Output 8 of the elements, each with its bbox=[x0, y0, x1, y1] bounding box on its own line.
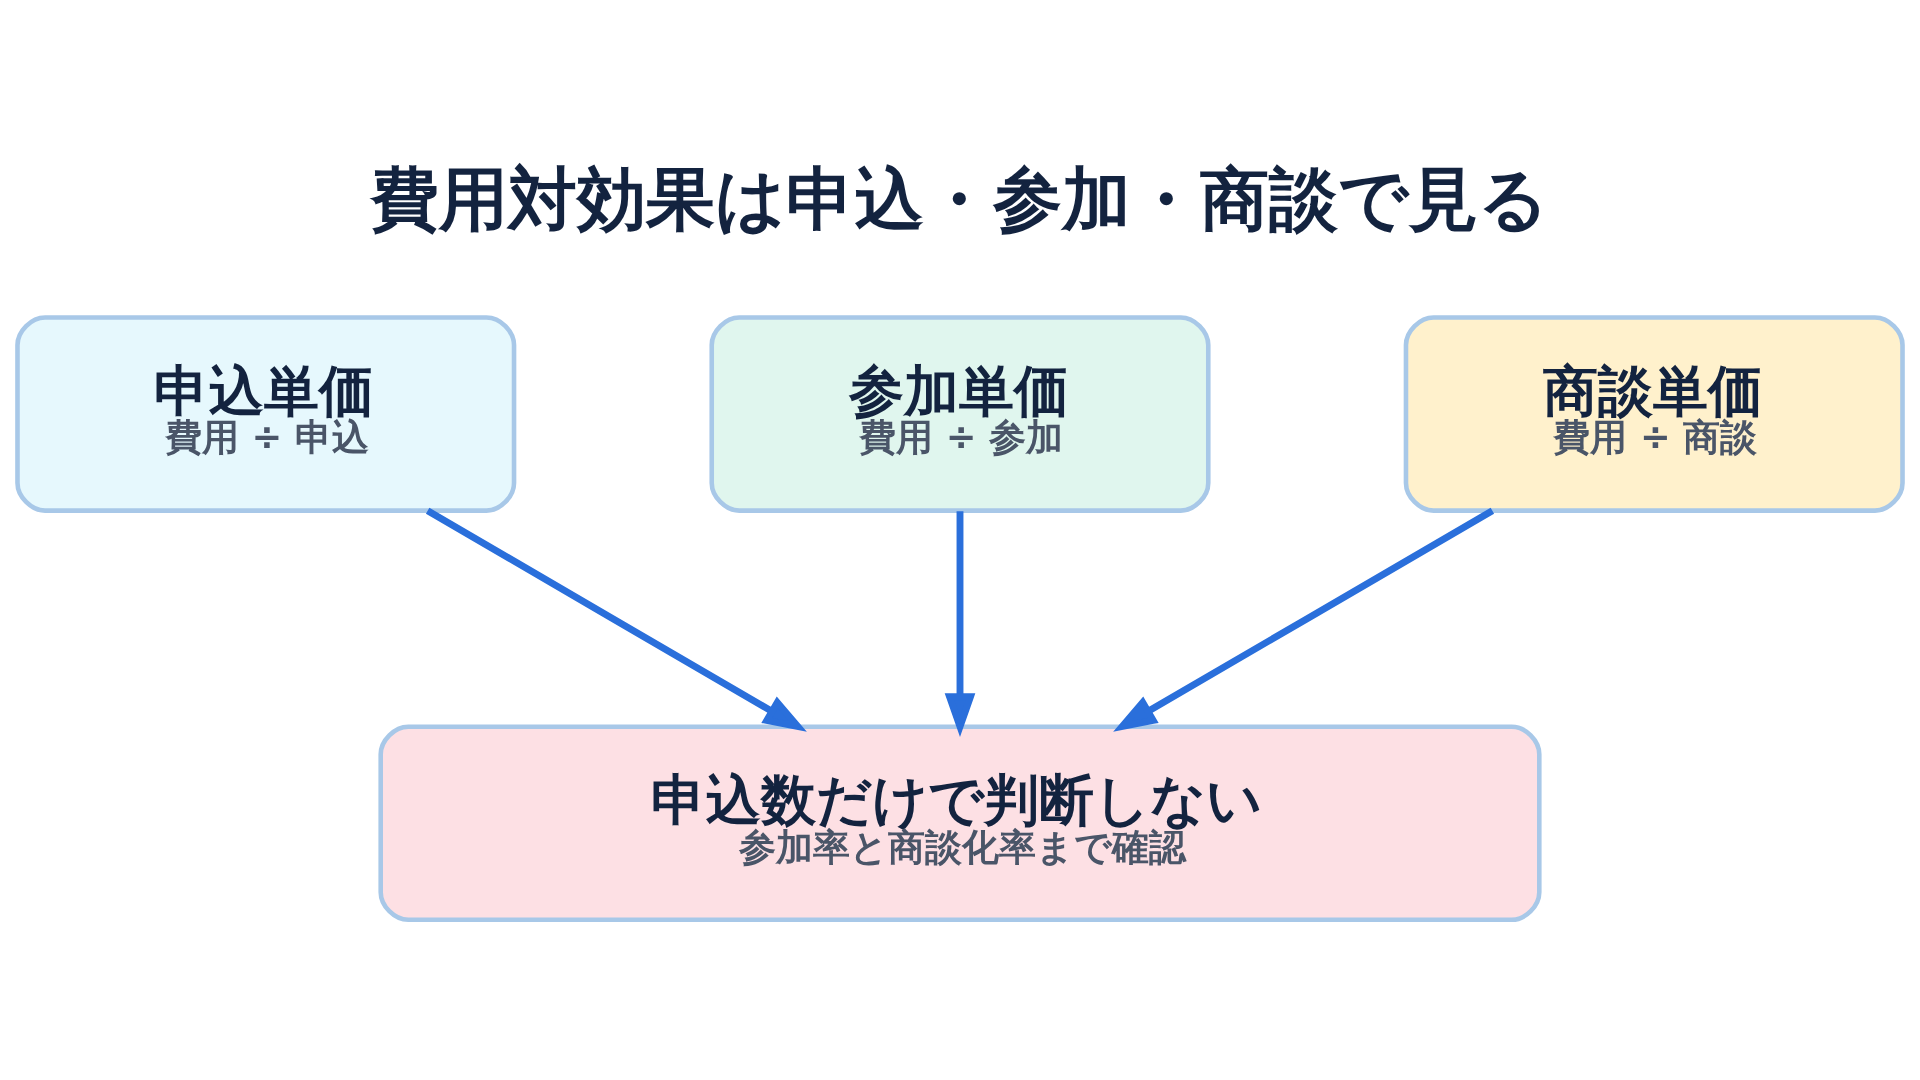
diagram-title: 費用対効果は申込・参加・商談で見る bbox=[370, 158, 1550, 239]
node-box: 申込数だけで判断しない 参加率と商談化率まで確認 bbox=[378, 723, 1542, 922]
arrow bbox=[425, 507, 807, 732]
arrow bbox=[944, 510, 976, 737]
node-box: 商談単価 費用 ÷ 商談 bbox=[1403, 314, 1905, 513]
arrow bbox=[1113, 507, 1495, 732]
node-box: 申込単価 費用 ÷ 申込 bbox=[15, 314, 517, 513]
node-box: 参加単価 費用 ÷ 参加 bbox=[709, 314, 1211, 513]
